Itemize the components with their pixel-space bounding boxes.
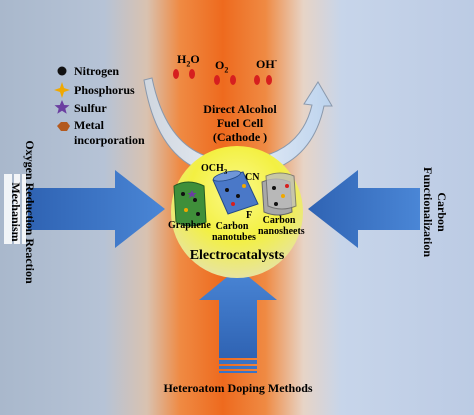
- nitrogen-symbol: [57, 66, 67, 76]
- cnt-line1: Carbon: [215, 221, 249, 232]
- cnt-label: Carbon nanotubes: [212, 221, 256, 243]
- water-droplets: [173, 69, 195, 79]
- orr-line2: Mechanism: [9, 182, 23, 242]
- legend-nitrogen: Nitrogen: [74, 64, 120, 78]
- o2-label: O2: [215, 58, 229, 75]
- f-label: F: [246, 210, 253, 221]
- dafc-line2: Fuel Cell: [216, 116, 264, 130]
- legend-metal-line1: Metal: [74, 118, 104, 132]
- dafc-line3: (Cathode ): [212, 130, 268, 144]
- och3-label: OCH3: [201, 163, 228, 176]
- metal-symbol: [57, 122, 70, 131]
- carbon-functionalization-label: Carbon Functionalization: [421, 157, 449, 267]
- left-arrow: [4, 170, 165, 248]
- cf-line2: Functionalization: [421, 166, 435, 257]
- oh-label: OH-: [256, 56, 278, 71]
- cns-line2: nanosheets: [258, 226, 305, 237]
- dafc-line1: Direct Alcohol: [203, 102, 277, 116]
- orr-mechanism-label: Oxygen Reduction Reaction Mechanism: [9, 127, 37, 297]
- dafc-label: Direct Alcohol Fuel Cell (Cathode ): [190, 102, 290, 144]
- cnt-line2: nanotubes: [212, 232, 256, 243]
- legend-phosphorus: Phosphorus: [74, 83, 135, 97]
- h2o-label: H2O: [177, 52, 200, 69]
- carbon-nanosheets: [261, 172, 297, 216]
- cn-label: CN: [245, 172, 260, 183]
- electrocatalysts-title: Electrocatalysts: [189, 248, 285, 263]
- right-arrow: [308, 170, 420, 248]
- legend-metal-line2: incorporation: [74, 133, 145, 147]
- cf-line1: Carbon: [435, 192, 449, 232]
- heteroatom-doping-label: Heteroatom Doping Methods: [163, 381, 313, 395]
- sulfur-symbol: [54, 100, 70, 114]
- bottom-arrow: [199, 268, 277, 373]
- hydroxide-droplets: [254, 75, 272, 85]
- graphene-label: Graphene: [168, 220, 211, 231]
- cns-label: Carbon nanosheets: [258, 215, 305, 237]
- phosphorus-symbol: [54, 82, 70, 98]
- carbon-nanotube: [212, 170, 259, 215]
- orr-line1: Oxygen Reduction Reaction: [23, 140, 37, 284]
- graphene-sheet: [173, 181, 207, 227]
- oxygen-droplets: [214, 75, 236, 85]
- legend-sulfur: Sulfur: [74, 101, 107, 115]
- cns-line1: Carbon: [262, 215, 296, 226]
